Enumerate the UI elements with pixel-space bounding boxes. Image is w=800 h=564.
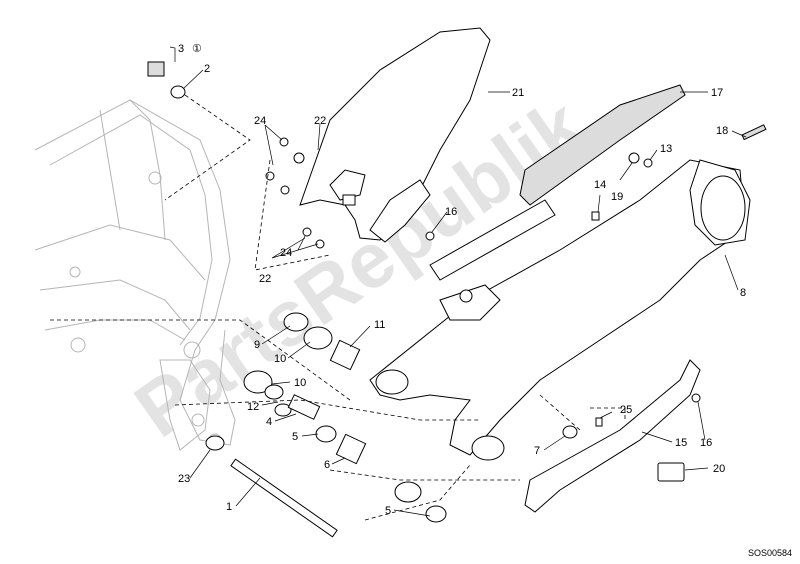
callout-16: 16 xyxy=(700,437,712,449)
callout-labels: 3 ① 2 24 22 21 17 18 13 19 14 16 24 22 8… xyxy=(178,43,746,517)
callout-25: 25 xyxy=(620,404,632,416)
callout-20: 20 xyxy=(713,463,725,475)
callout-19: 19 xyxy=(611,191,623,203)
chain-slider xyxy=(524,359,701,513)
pivot-shaft xyxy=(205,435,338,538)
callout-2: 2 xyxy=(204,63,210,75)
callout-24: 24 xyxy=(254,115,266,127)
callout-17: 17 xyxy=(711,87,723,99)
callout-21: 21 xyxy=(512,87,524,99)
callout-3-note: ① xyxy=(192,43,202,55)
assembly-lines xyxy=(50,94,626,521)
callout-4: 4 xyxy=(266,416,272,428)
chain-guard xyxy=(429,84,686,281)
callout-1: 1 xyxy=(226,501,232,513)
callout-13: 13 xyxy=(660,143,672,155)
callout-15: 15 xyxy=(675,437,687,449)
callout-5: 5 xyxy=(385,505,391,517)
frame-outline xyxy=(34,99,236,451)
callout-7: 7 xyxy=(534,445,540,457)
callout-3: 3 xyxy=(178,43,184,55)
leader-lines xyxy=(169,46,747,517)
callout-22: 22 xyxy=(314,115,326,127)
callout-9: 9 xyxy=(254,339,260,351)
diagram-code: SOS00584 xyxy=(748,548,792,558)
swingarm xyxy=(369,159,751,461)
callout-11: 11 xyxy=(374,319,385,331)
callout-24: 24 xyxy=(280,247,292,259)
callout-22: 22 xyxy=(259,273,271,285)
hardware xyxy=(147,61,767,427)
rear-hugger xyxy=(299,27,491,243)
callout-5: 5 xyxy=(292,431,298,443)
callout-14: 14 xyxy=(594,179,606,191)
callout-10: 10 xyxy=(274,353,286,365)
callout-8: 8 xyxy=(740,287,746,299)
callout-16: 16 xyxy=(445,206,457,218)
callout-12: 12 xyxy=(247,401,259,413)
callout-18: 18 xyxy=(716,125,728,137)
callout-23: 23 xyxy=(178,473,190,485)
callout-6: 6 xyxy=(324,459,330,471)
callout-10: 10 xyxy=(294,377,306,389)
bushings xyxy=(243,312,578,523)
